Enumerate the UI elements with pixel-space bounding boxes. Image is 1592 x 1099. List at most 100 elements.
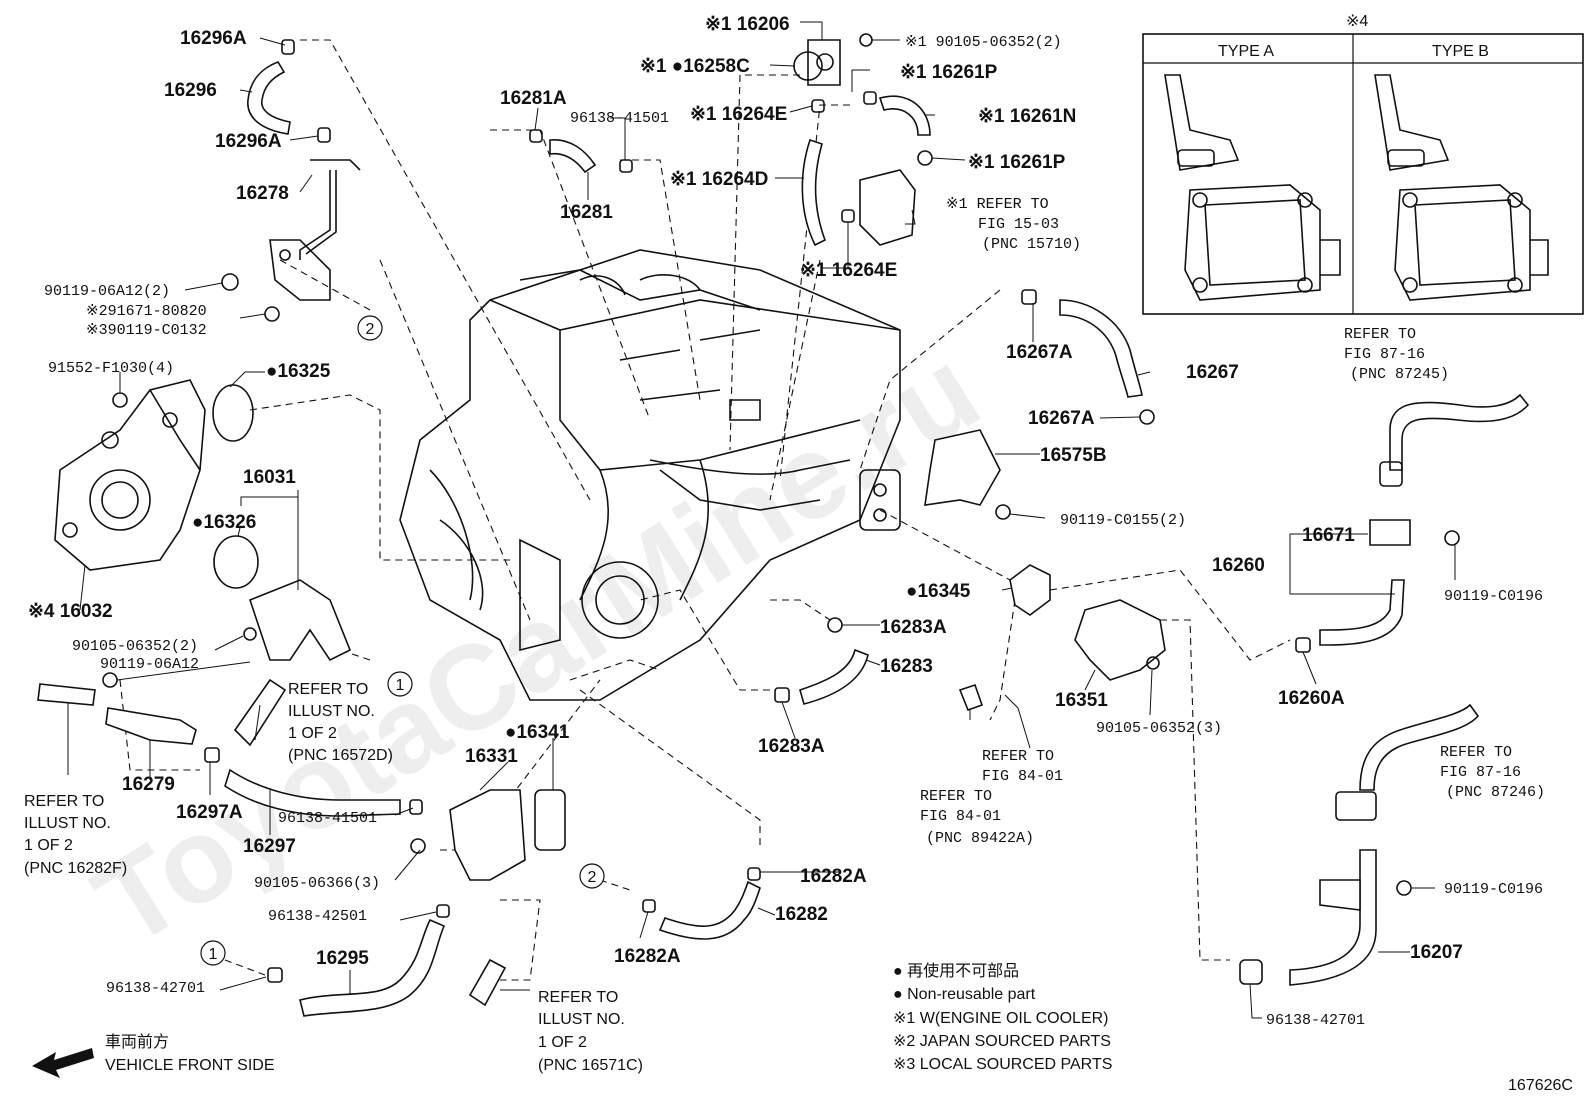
gasket-16206 [807, 39, 841, 86]
ref-fig87-16-top-line1: REFER TO [1344, 326, 1416, 343]
clamp-16261P-b [917, 150, 933, 166]
ref-16571C-line1: REFER TO [538, 989, 618, 1006]
label-16261P-a: ※1 16261P [900, 62, 998, 83]
bolt-90105-06352-3 [1146, 656, 1160, 670]
legend-jp-nonreusable: ● 再使用不可部品 [893, 962, 1019, 980]
clamp-16264E-b [841, 209, 855, 223]
label-96138-42501: 96138-42501 [268, 908, 367, 925]
hose-ref-16572D [233, 678, 287, 747]
ref-16571C-line3: 1 OF 2 [538, 1034, 587, 1051]
label-16281: 16281 [560, 202, 613, 223]
callout-1-a: 1 [396, 677, 405, 694]
label-16261N: ※1 16261N [978, 106, 1076, 127]
label-16258C: ※1 ●16258C [640, 56, 750, 77]
clamp-16282A-a [747, 867, 761, 881]
ref-16282F-line4: (PNC 16282F) [24, 860, 127, 877]
gasket-16341 [534, 789, 566, 851]
clamp-16283A-a [827, 617, 843, 633]
label-96138-41501-b: 96138-41501 [278, 810, 377, 827]
ref-16572D-line2: ILLUST NO. [288, 703, 375, 720]
label-16282A-b: 16282A [614, 946, 681, 967]
clamp-96138-41501-t [619, 159, 633, 173]
label-16295: 16295 [316, 948, 369, 969]
ref-fig84-01-a-line2: FIG 84-01 [982, 768, 1063, 785]
water-outlet-16031 [249, 579, 352, 662]
pipe-left-ref [37, 683, 96, 706]
hose-ref-87245 [1389, 393, 1530, 471]
legend-note-2: ※2 JAPAN SOURCED PARTS [893, 1033, 1111, 1050]
ref-fig15-03-line3: (PNC 15710) [982, 236, 1081, 253]
callout-2-a: 2 [366, 321, 375, 338]
label-16283: 16283 [880, 656, 933, 677]
pipe-16278 [299, 159, 361, 260]
water-inlet-16331 [449, 789, 526, 881]
ref-fig84-01-b-line2: FIG 84-01 [920, 808, 1001, 825]
clamp-16282A-b [642, 899, 656, 913]
diagram-code: 167626C [1508, 1077, 1573, 1094]
part-labels: 16296A 16296 16296A 16278 90119-06A12(2)… [28, 14, 1543, 1029]
label-291671-80820: ※291671-80820 [86, 303, 207, 320]
label-90105-06352-2: 90105-06352(2) [72, 638, 198, 655]
label-16296A-mid: 16296A [215, 131, 282, 152]
clamp-16267A-a [1021, 289, 1037, 305]
ref-fig87-16-bot-line3: (PNC 87246) [1446, 784, 1545, 801]
clamp-96138-42701-r [1239, 959, 1263, 985]
label-16331: 16331 [465, 746, 518, 767]
bolt-90119-C0196-b [1396, 880, 1412, 896]
ref-16572D-line1: REFER TO [288, 681, 368, 698]
ref-16571C-line4: (PNC 16571C) [538, 1057, 643, 1074]
bolt-90105-06352 [243, 627, 257, 641]
label-16267: 16267 [1186, 362, 1239, 383]
label-16341: ●16341 [505, 722, 570, 743]
label-16267A-a: 16267A [1006, 342, 1073, 363]
clamp-16267A-b [1139, 409, 1155, 425]
label-16264D: ※1 16264D [670, 169, 768, 190]
label-16261P-b: ※1 16261P [968, 152, 1066, 173]
hose-16295 [299, 918, 446, 1017]
hose-16296 [247, 61, 291, 135]
inset-type-a: TYPE A [1218, 43, 1274, 60]
pipe-16207 [1289, 849, 1377, 986]
label-90105-06366: 90105-06366(3) [254, 875, 380, 892]
ref-fig15-03-line1: ※1 REFER TO [946, 196, 1049, 213]
bracket-16278 [269, 239, 331, 301]
ref-fig87-16-top-line2: FIG 87-16 [1344, 346, 1425, 363]
clamp-96138-42701-l [267, 967, 283, 983]
gasket-16325 [212, 384, 254, 442]
legend-note-3: ※3 LOCAL SOURCED PARTS [893, 1056, 1112, 1073]
label-16326: ●16326 [192, 512, 256, 533]
label-16032: ※4 16032 [28, 601, 113, 622]
ref-16282F-line3: 1 OF 2 [24, 837, 73, 854]
clamp-16296A-mid [317, 127, 331, 143]
bracket-16575B [924, 429, 1001, 506]
type-a-housing [1164, 74, 1341, 301]
clamp-16264E-a [811, 99, 825, 113]
ref-fig87-16-bot-line2: FIG 87-16 [1440, 764, 1521, 781]
hose-16282 [658, 880, 761, 940]
label-16264E-b: ※1 16264E [800, 260, 897, 281]
ref-fig84-01-b-line1: REFER TO [920, 788, 992, 805]
label-16260: 16260 [1212, 555, 1265, 576]
hose-16297 [224, 768, 401, 817]
clamp-96138-41501-b [409, 799, 423, 815]
legend: ● 再使用不可部品 ● Non-reusable part ※1 W(ENGIN… [893, 962, 1112, 1073]
bolt-90105-06366 [410, 838, 426, 854]
arrow-left-icon [32, 1048, 94, 1078]
ref-fig87-16-top-line3: (PNC 87245) [1350, 366, 1449, 383]
label-16267A-b: 16267A [1028, 408, 1095, 429]
label-16297: 16297 [243, 836, 296, 857]
label-16297A: 16297A [176, 802, 243, 823]
clamp-16297A [204, 747, 220, 763]
clamp-16260A [1295, 637, 1311, 653]
ref-16572D-line4: (PNC 16572D) [288, 747, 393, 764]
reference-notes: ※1 REFER TO FIG 15-03 (PNC 15710) REFER … [24, 196, 1545, 1074]
inset-marker: ※4 [1346, 13, 1368, 30]
label-16282A-a: 16282A [800, 866, 867, 887]
tee-16671 [1369, 519, 1411, 546]
label-16260A: 16260A [1278, 688, 1345, 709]
label-16575B: 16575B [1040, 445, 1107, 466]
hose-16283 [799, 648, 869, 705]
label-16206: ※1 16206 [705, 14, 790, 35]
